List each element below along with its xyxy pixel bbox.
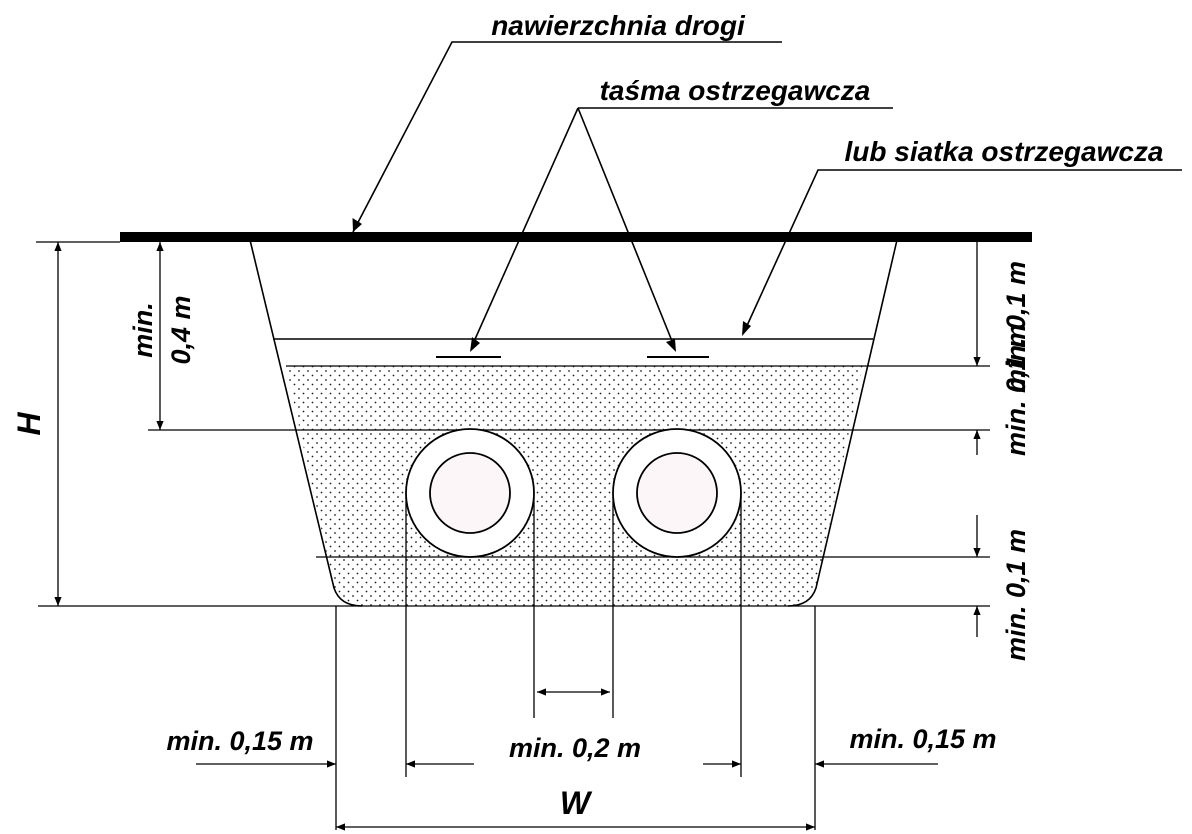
leader-tape-left bbox=[471, 107, 579, 347]
label-height: H bbox=[11, 412, 47, 436]
label-bedding-below-pipe: min. 0,1 m bbox=[1001, 529, 1031, 661]
label-side-right: min. 0,15 m bbox=[849, 724, 996, 754]
sand-bedding bbox=[286, 366, 863, 606]
leader-tape-right bbox=[577, 107, 675, 347]
label-cover-line1: min. bbox=[128, 302, 158, 358]
label-side-left: min. 0,15 m bbox=[166, 726, 313, 756]
label-warning-tape: taśma ostrzegawcza bbox=[600, 75, 871, 106]
label-bedding-above-pipe: min. 0,1 m bbox=[1001, 324, 1031, 456]
leader-net-head bbox=[742, 321, 751, 336]
leader-net bbox=[744, 169, 1182, 331]
leader-tape-right-head bbox=[666, 339, 676, 352]
label-pipe-gap: min. 0,2 m bbox=[509, 733, 641, 763]
label-tape-above-bedding: min. 0,1 m bbox=[1001, 261, 1031, 393]
leader-tape-left-head bbox=[470, 337, 480, 352]
label-warning-net: lub siatka ostrzegawcza bbox=[844, 136, 1163, 167]
leader-road-surface bbox=[352, 41, 782, 233]
road-surface bbox=[120, 232, 1032, 242]
label-width: W bbox=[560, 785, 593, 821]
label-cover-line2: 0,4 m bbox=[166, 295, 196, 364]
leader-road-surface-head bbox=[352, 218, 362, 232]
label-road-surface: nawierzchnia drogi bbox=[491, 10, 746, 41]
pipe-right bbox=[612, 428, 742, 558]
pipe-left bbox=[405, 428, 535, 558]
